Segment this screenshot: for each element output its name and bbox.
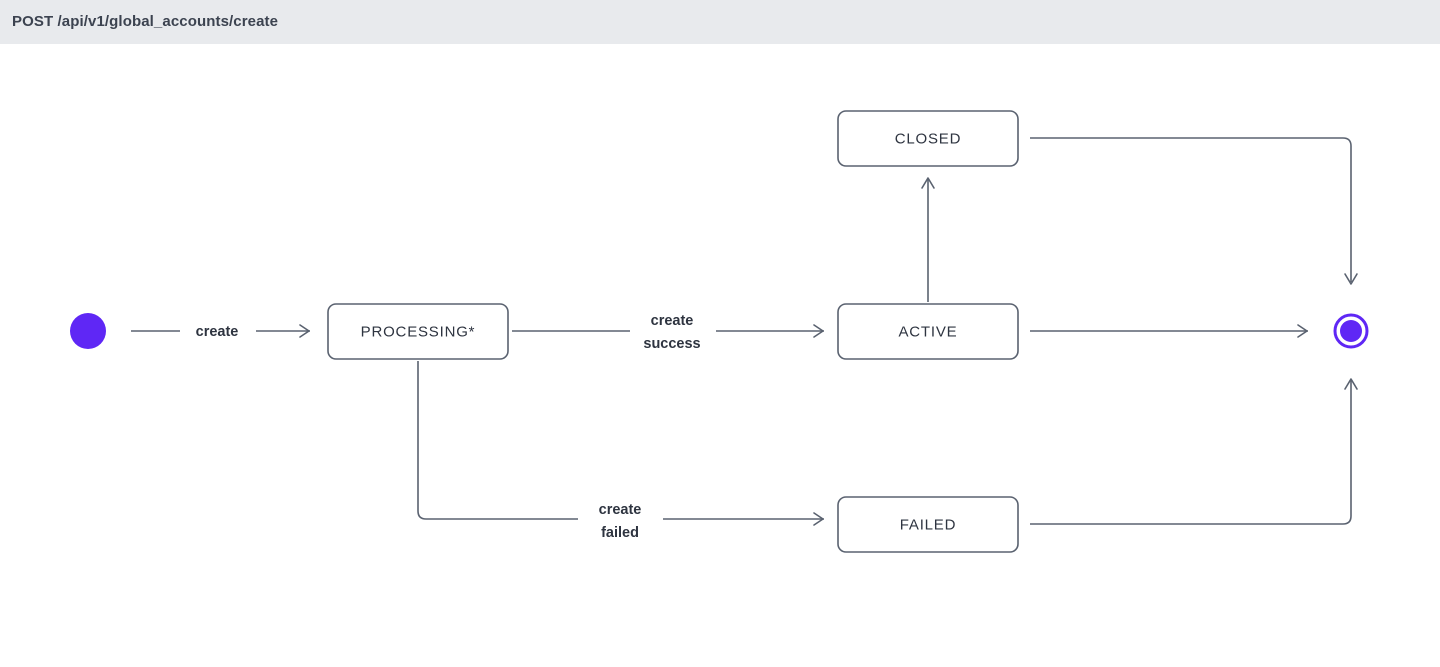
- state-node-closed-label: CLOSED: [895, 130, 962, 147]
- arrow-head-icon: [1344, 273, 1358, 285]
- state-node-active-label: ACTIVE: [899, 323, 958, 340]
- edge-start-to-processing: create: [131, 324, 310, 340]
- state-node-failed[interactable]: FAILED: [837, 496, 1019, 553]
- state-node-active[interactable]: ACTIVE: [837, 303, 1019, 360]
- state-node-closed[interactable]: CLOSED: [837, 110, 1019, 167]
- diagram-canvas: create PROCESSING* create success creat: [0, 44, 1440, 667]
- edge-active-to-closed: [921, 177, 935, 302]
- state-node-processing[interactable]: PROCESSING*: [327, 303, 509, 360]
- arrow-head-icon: [299, 324, 310, 338]
- edge-segment-elbow: [1030, 137, 1352, 282]
- final-state-inner-dot: [1340, 320, 1362, 342]
- arrow-head-icon: [1297, 324, 1308, 338]
- state-node-closed-box[interactable]: [837, 110, 1019, 167]
- edge-processing-to-active: create success: [512, 313, 824, 352]
- page-title: POST /api/v1/global_accounts/create: [12, 13, 279, 30]
- arrow-head-icon: [813, 324, 824, 338]
- edge-segment-elbow: [417, 361, 578, 520]
- edge-label-create-failed-line2: failed: [601, 525, 639, 541]
- state-machine-svg: create PROCESSING* create success creat: [70, 110, 1369, 553]
- state-node-failed-box[interactable]: [837, 496, 1019, 553]
- header-bar: POST /api/v1/global_accounts/create: [0, 0, 1440, 44]
- edge-segment-elbow: [1030, 381, 1352, 525]
- arrow-head-icon: [813, 512, 824, 526]
- edge-failed-to-end: [1030, 378, 1358, 525]
- initial-state-node[interactable]: [70, 313, 106, 349]
- final-state-node[interactable]: [1333, 313, 1369, 349]
- edge-label-create-success-line1: create: [651, 313, 694, 329]
- edge-processing-to-failed: create failed: [417, 361, 824, 541]
- state-node-processing-label: PROCESSING*: [361, 323, 476, 340]
- state-node-processing-box[interactable]: [327, 303, 509, 360]
- state-node-active-box[interactable]: [837, 303, 1019, 360]
- edge-active-to-end: [1030, 324, 1308, 338]
- edge-closed-to-end: [1030, 137, 1358, 285]
- edge-label-create-failed-line1: create: [599, 502, 642, 518]
- edge-label-create: create: [196, 324, 239, 340]
- arrow-head-icon: [1344, 378, 1358, 390]
- edge-label-create-success-line2: success: [643, 336, 700, 352]
- arrow-head-icon: [921, 177, 935, 189]
- state-node-failed-label: FAILED: [900, 516, 957, 533]
